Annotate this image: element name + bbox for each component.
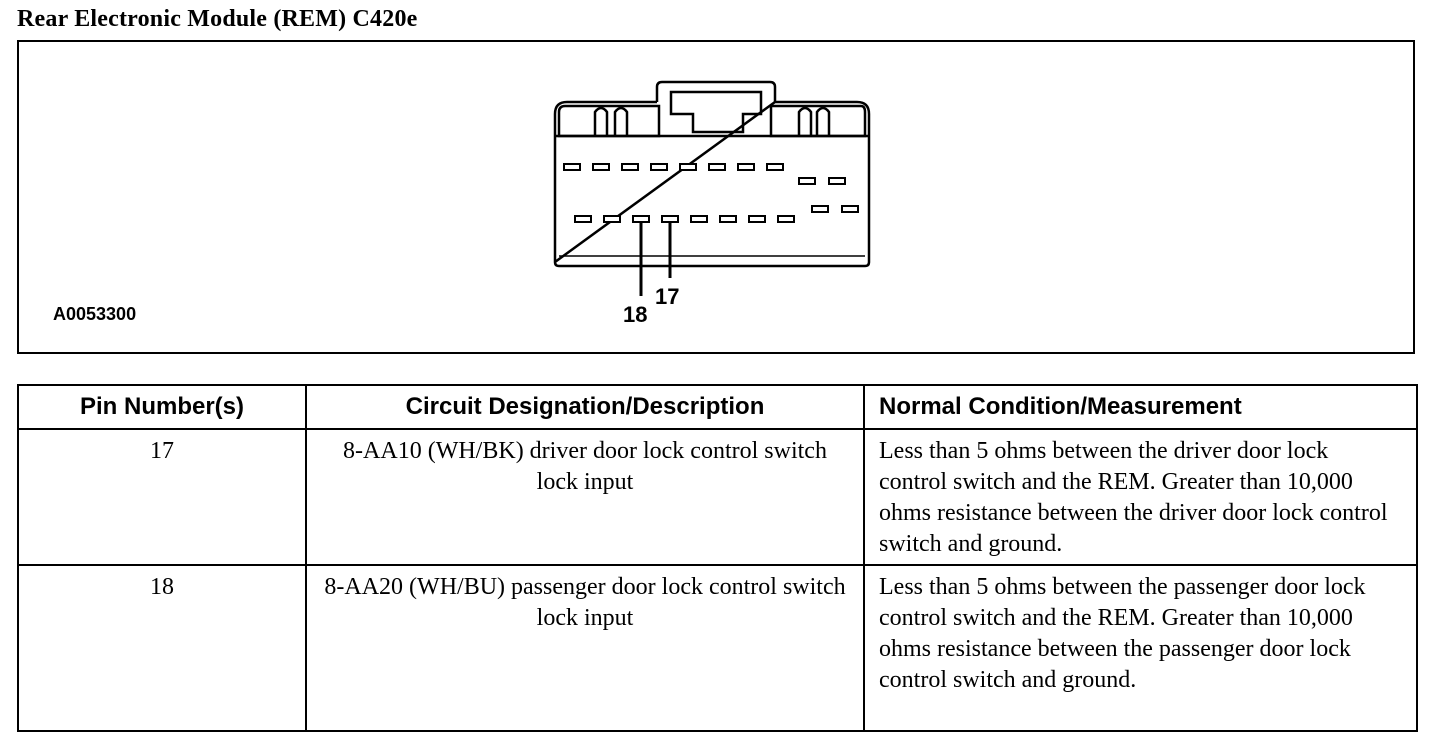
normal-condition-cell: Less than 5 ohms between the driver door… [863,428,1418,566]
header-circuit-description: Circuit Designation/Description [305,384,865,430]
circuit-description-cell: 8-AA20 (WH/BU) passenger door lock contr… [305,564,865,732]
table-row: 17 8-AA10 (WH/BK) driver door lock contr… [17,428,1418,566]
table-header-row: Pin Number(s) Circuit Designation/Descri… [17,384,1418,430]
pin-number-cell: 18 [17,564,307,732]
pin-number-cell: 17 [17,428,307,566]
figure-id: A0053300 [53,304,137,324]
connector-figure: 17 18 A0053300 [17,40,1415,354]
header-pin-numbers: Pin Number(s) [17,384,307,430]
pin-18-callout: 18 [623,302,648,327]
circuit-description-cell: 8-AA10 (WH/BK) driver door lock control … [305,428,865,566]
header-normal-condition: Normal Condition/Measurement [863,384,1418,430]
normal-condition-cell: Less than 5 ohms between the passenger d… [863,564,1418,732]
pin-17-callout: 17 [655,284,680,309]
pin-table: Pin Number(s) Circuit Designation/Descri… [17,384,1418,732]
page-title: Rear Electronic Module (REM) C420e [17,6,418,32]
connector-face-diagram [553,80,871,296]
table-row: 18 8-AA20 (WH/BU) passenger door lock co… [17,564,1418,732]
